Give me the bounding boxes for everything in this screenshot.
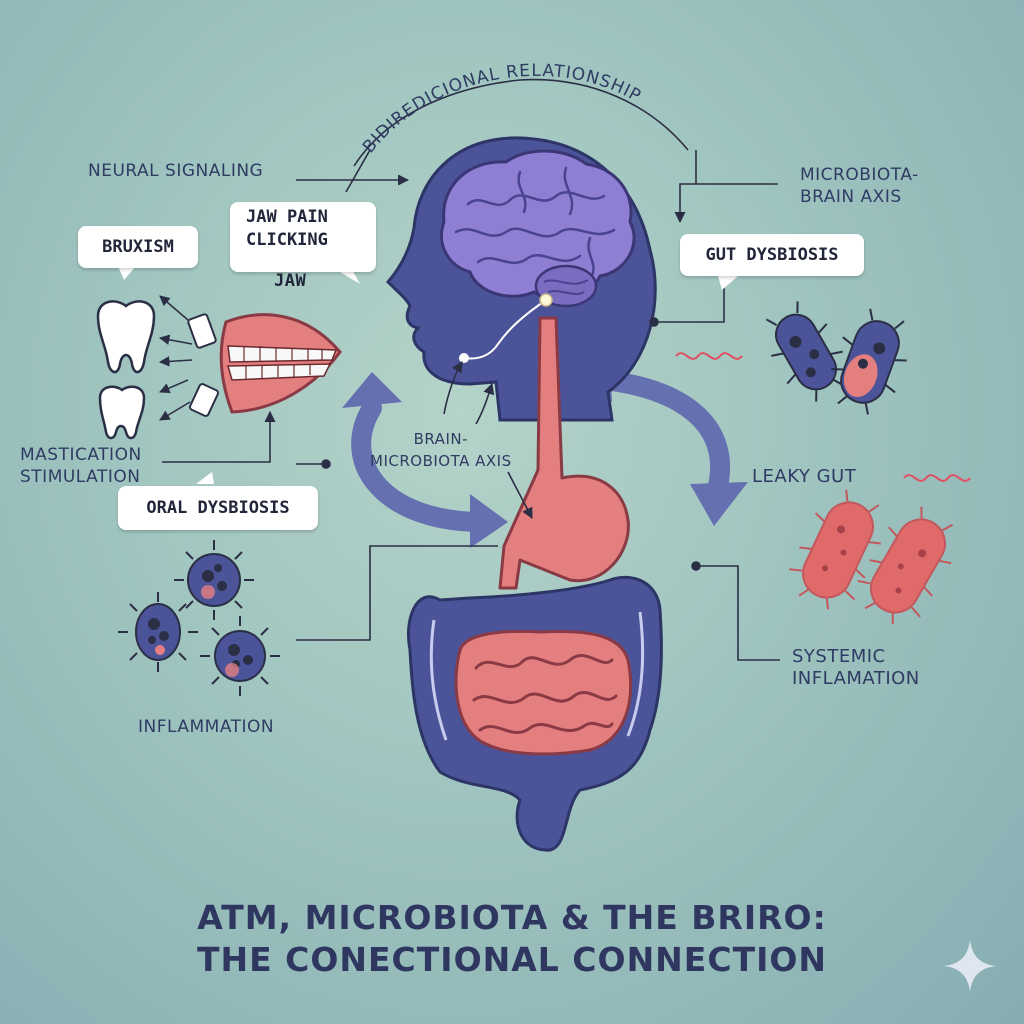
oral-dysbiosis-bubble: ORAL DYSBIOSIS (118, 486, 318, 530)
bacteria-icon (174, 540, 254, 620)
bruxism-bubble: BRUXISM (78, 226, 198, 268)
jaw-mouth (219, 313, 342, 414)
jaw-pain-line3: JAW (274, 271, 307, 291)
tooth-icon (96, 300, 156, 374)
title-line2: THE CONECTIONAL CONNECTION (196, 940, 828, 979)
mastication-stimulation-label: MASTICATION STIMULATION (20, 444, 142, 488)
bacteria-icon (789, 489, 881, 610)
tooth-icon (98, 385, 146, 440)
microbiota-brain-axis-label: MICROBIOTA- BRAIN AXIS (800, 164, 919, 208)
mastication-line1: MASTICATION (20, 445, 142, 465)
brain (440, 149, 636, 308)
systemic-inflammation-label: SYSTEMIC INFLAMATION (792, 646, 920, 690)
jaw-pain-bubble: JAW PAIN CLICKING (230, 202, 376, 272)
bacteria-icon (857, 506, 954, 625)
bacteria-icon (765, 301, 845, 402)
gut-dysbiosis-text: GUT DYSBIOSIS (705, 245, 839, 265)
nerve-line (463, 299, 547, 360)
bacteria-icon (200, 616, 280, 696)
small-intestine (454, 629, 633, 756)
sparkle-icon (944, 940, 996, 992)
systemic-inflammation-line2: INFLAMATION (792, 668, 920, 689)
neural-signaling-label: NEURAL SIGNALING (88, 161, 264, 181)
esophagus (498, 316, 630, 590)
bruxism-text: BRUXISM (102, 237, 174, 257)
gut-dysbiosis-bubble: GUT DYSBIOSIS (680, 234, 864, 276)
microbiota-brain-axis-line1: MICROBIOTA- (800, 165, 919, 185)
title-line1: ATM, MICROBIOTA & THE BRIRO: (197, 898, 827, 937)
connector-lines (162, 78, 780, 661)
brain-microbiota-axis-line1: BRAIN- (413, 430, 469, 448)
jaw-pain-line2: CLICKING (246, 230, 328, 250)
brain-microbiota-axis-line2: MICROBIOTA AXIS (370, 452, 512, 470)
brain-microbiota-axis-label: BRAIN- MICROBIOTA AXIS (370, 428, 512, 472)
bacteria-icon (118, 592, 198, 672)
bacteria-icon (831, 308, 907, 415)
jaw-pain-line1: JAW PAIN (246, 207, 328, 227)
inflammation-label: INFLAMMATION (138, 717, 275, 737)
microbiota-brain-axis-line2: BRAIN AXIS (800, 187, 902, 207)
leaky-gut-label: LEAKY GUT (752, 466, 857, 487)
mastication-line2: STIMULATION (20, 467, 141, 487)
flow-arrow-left (342, 372, 508, 548)
systemic-inflammation-line1: SYSTEMIC (792, 646, 886, 667)
oral-dysbiosis-text: ORAL DYSBIOSIS (146, 498, 290, 518)
